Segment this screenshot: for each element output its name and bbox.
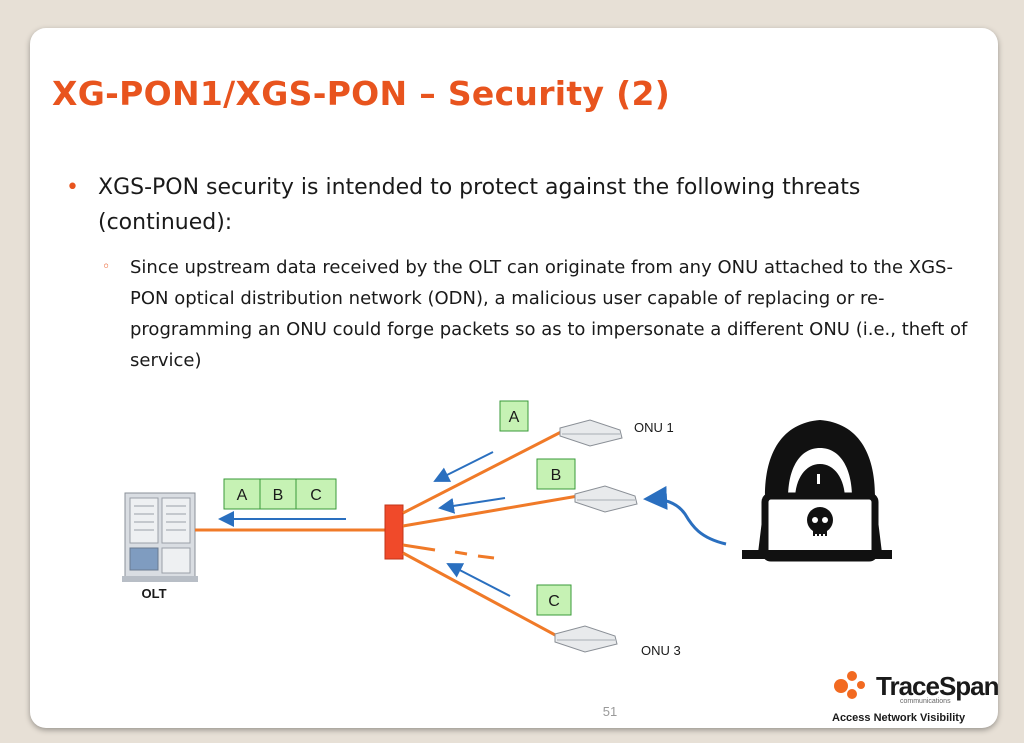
- hacker-icon: [742, 420, 892, 562]
- fiber-branch-onu3: [402, 551, 558, 638]
- slide-title: XG-PON1/XGS-PON – Security (2): [52, 74, 671, 113]
- tracespan-logo-icon: [834, 671, 865, 699]
- fiber-branch-onu1: [402, 429, 564, 515]
- onu1-device-icon: [559, 419, 623, 447]
- packet-box-onu2: [536, 458, 576, 490]
- bullet-level1-text: XGS-PON security is intended to protect …: [98, 175, 861, 235]
- packet-stream-olt: A B C: [223, 478, 337, 510]
- fiber-branch-dash2: [477, 554, 495, 560]
- packet-c-olt: C: [310, 487, 322, 504]
- splitter: [384, 504, 404, 560]
- bullet-level2-text: Since upstream data received by the OLT …: [130, 257, 968, 371]
- bullet-dot-icon: •: [66, 175, 79, 200]
- packet-b-onu2: B: [551, 467, 562, 484]
- packet-b-olt: B: [273, 487, 284, 504]
- onu2-device-icon: [574, 485, 638, 513]
- onu3-label: ONU 3: [641, 643, 681, 658]
- sub-bullet-circle-icon: ◦: [102, 259, 111, 275]
- fiber-branch-onu2: [402, 494, 579, 528]
- tracespan-logo-subtext: communications: [900, 698, 951, 705]
- packet-c-onu3: C: [548, 593, 560, 610]
- slide: XG-PON1/XGS-PON – Security (2) • XGS-PON…: [30, 28, 998, 728]
- page-number: 51: [602, 704, 618, 719]
- packet-box-onu1: [499, 400, 529, 432]
- attacker-arrow: [643, 485, 727, 546]
- fiber-branch-unused: [402, 543, 436, 552]
- pon-diagram: OLT A B C A B C: [122, 400, 892, 699]
- upstream-arrow-onu2: [438, 497, 506, 514]
- olt-label: OLT: [141, 586, 166, 601]
- packet-box-onu3: [536, 584, 572, 616]
- packet-a-olt: A: [237, 487, 248, 504]
- upstream-arrow-onu3: [446, 563, 511, 597]
- onu3-device-icon: [554, 625, 618, 653]
- onu1-label: ONU 1: [634, 420, 674, 435]
- upstream-arrow-onu1: [433, 451, 494, 482]
- olt-equipment-icon: [122, 492, 198, 582]
- packet-a-onu1: A: [509, 409, 520, 426]
- tracespan-logo-text: TraceSpan: [876, 671, 998, 701]
- tagline: Access Network Visibility: [832, 712, 966, 724]
- fiber-branch-dash1: [454, 550, 468, 556]
